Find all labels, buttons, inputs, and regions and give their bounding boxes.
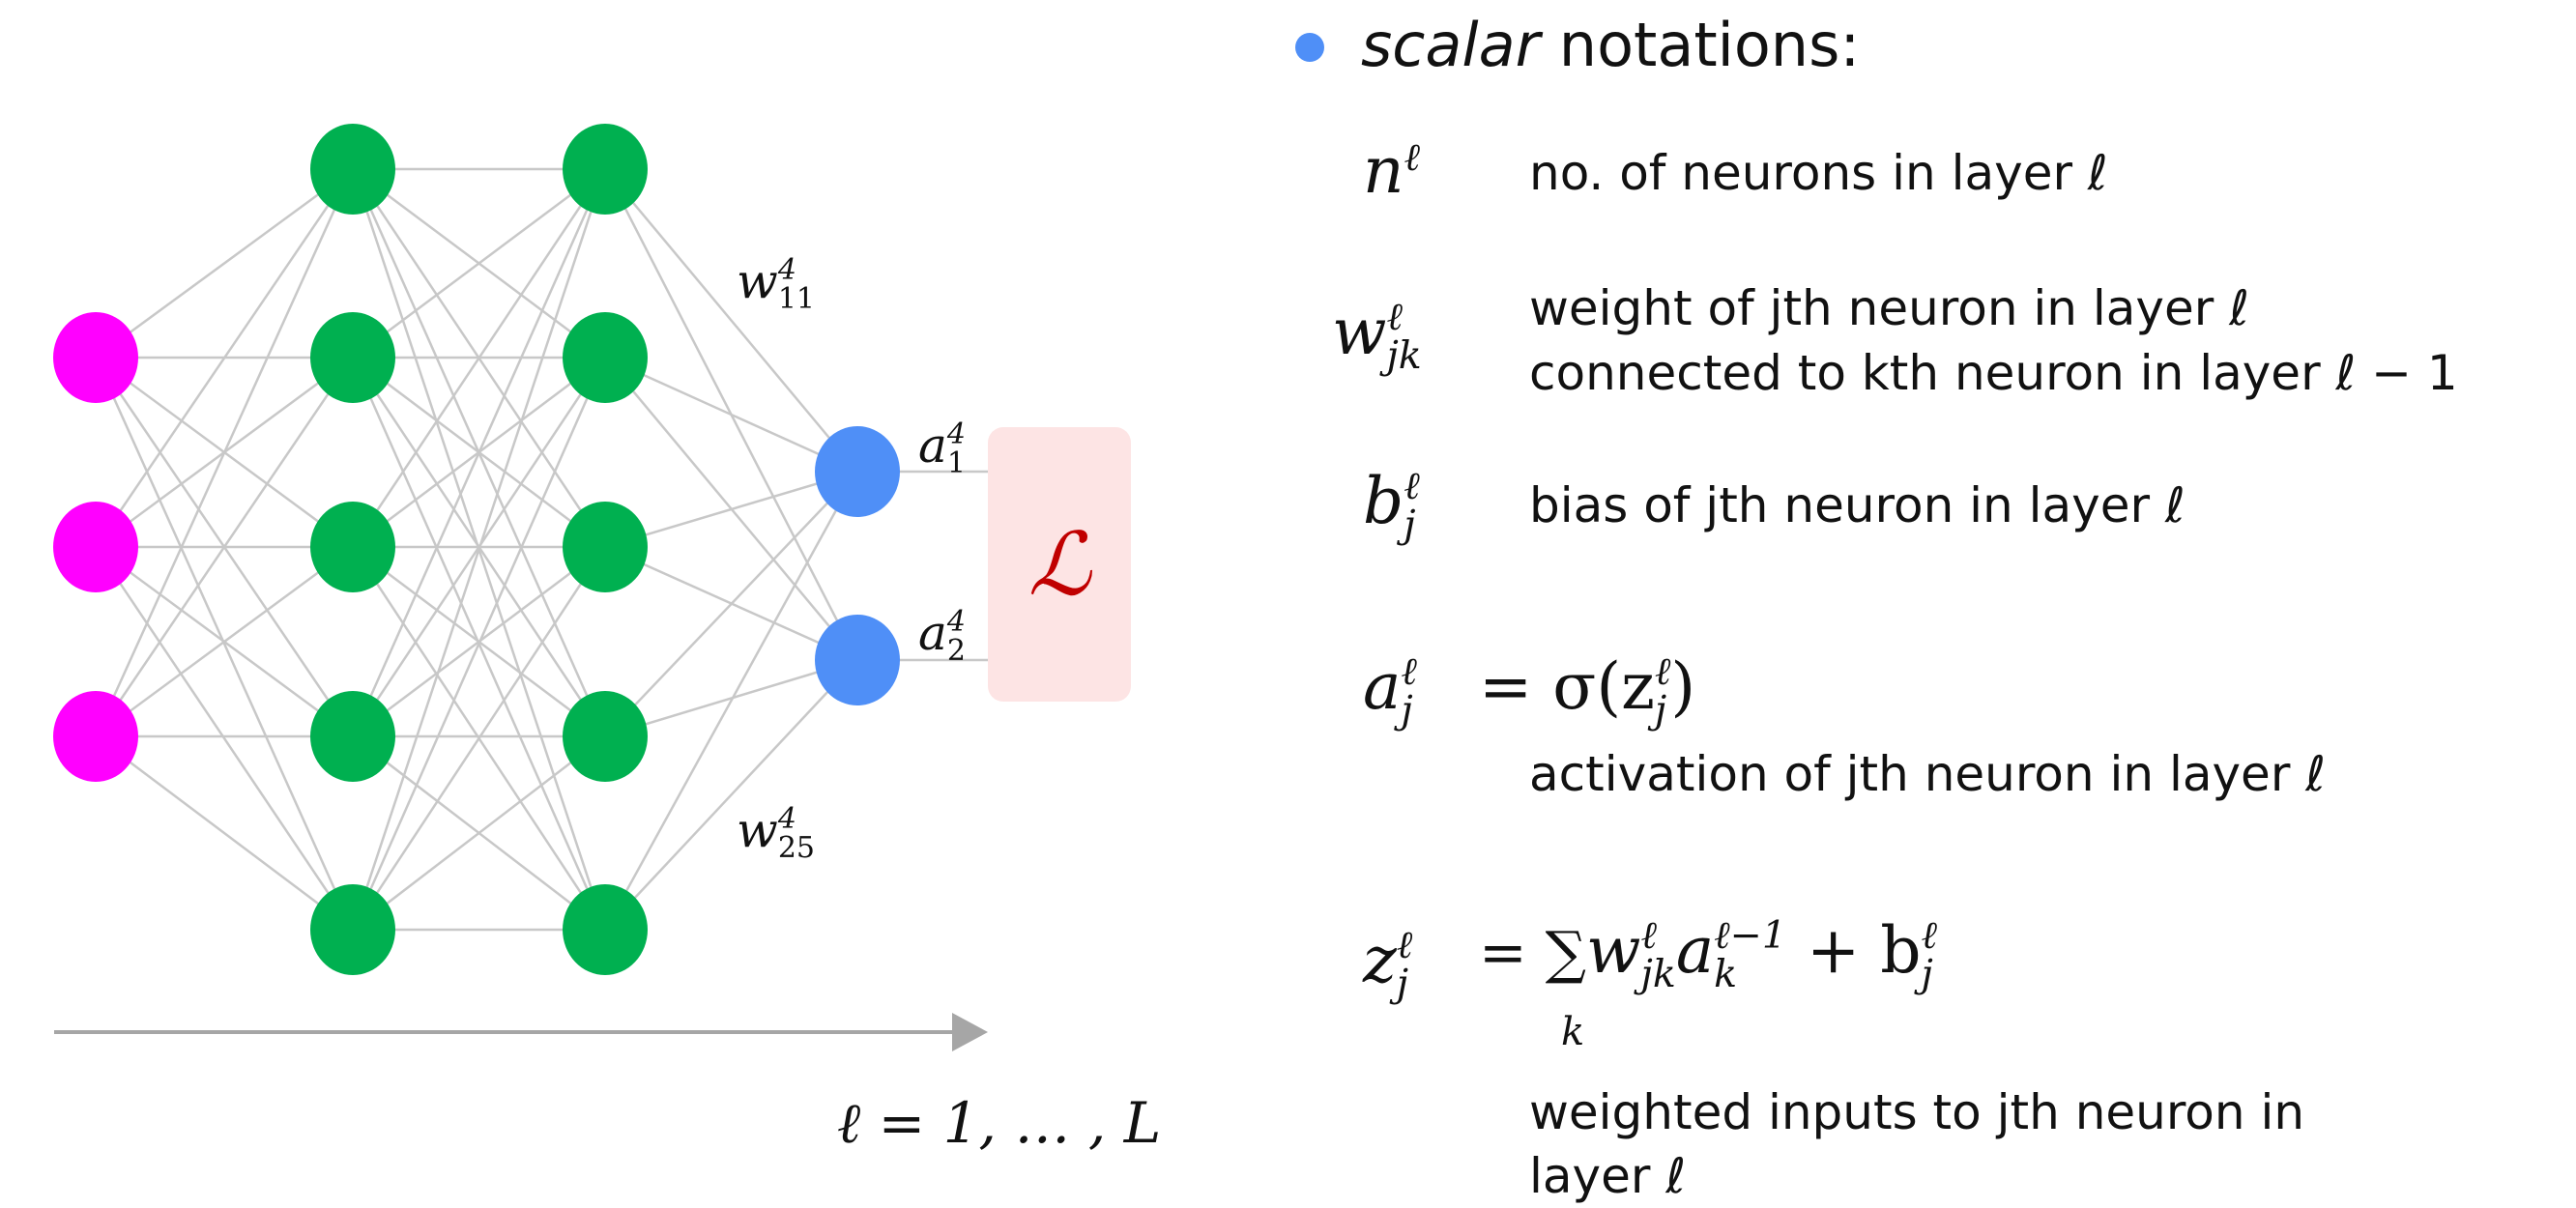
edge <box>94 168 355 548</box>
output-neuron <box>815 615 900 705</box>
loss-symbol: ℒ <box>1028 514 1091 616</box>
edge <box>604 471 858 737</box>
edge <box>352 167 606 360</box>
input-neuron <box>53 691 138 782</box>
nodes <box>53 124 900 975</box>
desc-b: bias of jth neuron in layer ℓ <box>1529 477 2185 533</box>
hidden-neuron <box>563 124 648 215</box>
edge <box>351 546 607 931</box>
symbol-n: nℓ <box>1363 133 1421 208</box>
hidden-neuron <box>310 502 395 592</box>
edge <box>94 357 355 931</box>
edge <box>603 471 859 931</box>
edge <box>351 168 607 737</box>
edges <box>94 167 988 932</box>
edge <box>351 168 607 931</box>
input-neuron <box>53 502 138 592</box>
layer-range-label: ℓ = 1, … , L <box>837 1090 1162 1156</box>
desc-a: activation of jth neuron in layer ℓ <box>1529 746 2326 802</box>
hidden-neuron <box>310 691 395 782</box>
desc-z-line1: weighted inputs to jth neuron in <box>1529 1084 2305 1140</box>
edge <box>95 167 354 360</box>
hidden-neuron <box>563 691 648 782</box>
edge <box>95 735 354 931</box>
hidden-neuron <box>563 502 648 592</box>
neural-network-diagram <box>53 124 988 1051</box>
desc-w-line2: connected to kth neuron in layer ℓ − 1 <box>1529 345 2458 401</box>
edge <box>351 168 607 548</box>
edge <box>604 168 858 473</box>
hidden-neuron <box>310 124 395 215</box>
edge <box>351 357 607 931</box>
edge <box>604 470 858 549</box>
edge <box>94 357 355 737</box>
desc-z-line2: layer ℓ <box>1529 1148 1686 1204</box>
desc-w-line1: weight of jth neuron in layer ℓ <box>1529 280 2249 336</box>
edge <box>604 356 858 474</box>
desc-n: no. of neurons in layer ℓ <box>1529 145 2108 201</box>
edge <box>604 659 858 931</box>
edge <box>352 735 606 931</box>
input-neuron <box>53 312 138 403</box>
bullet-icon <box>1295 33 1324 62</box>
hidden-neuron <box>310 312 395 403</box>
sum-index: k <box>1561 1010 1585 1054</box>
hidden-neuron <box>563 884 648 975</box>
edge <box>94 546 355 931</box>
loss-box: ℒ <box>988 427 1131 702</box>
arrow-head-icon <box>952 1013 988 1051</box>
hidden-neuron <box>563 312 648 403</box>
hidden-neuron <box>310 884 395 975</box>
notations-title: scalar notations: <box>1361 10 1861 80</box>
edge <box>95 545 354 738</box>
output-neuron <box>815 426 900 517</box>
edge <box>94 168 355 737</box>
